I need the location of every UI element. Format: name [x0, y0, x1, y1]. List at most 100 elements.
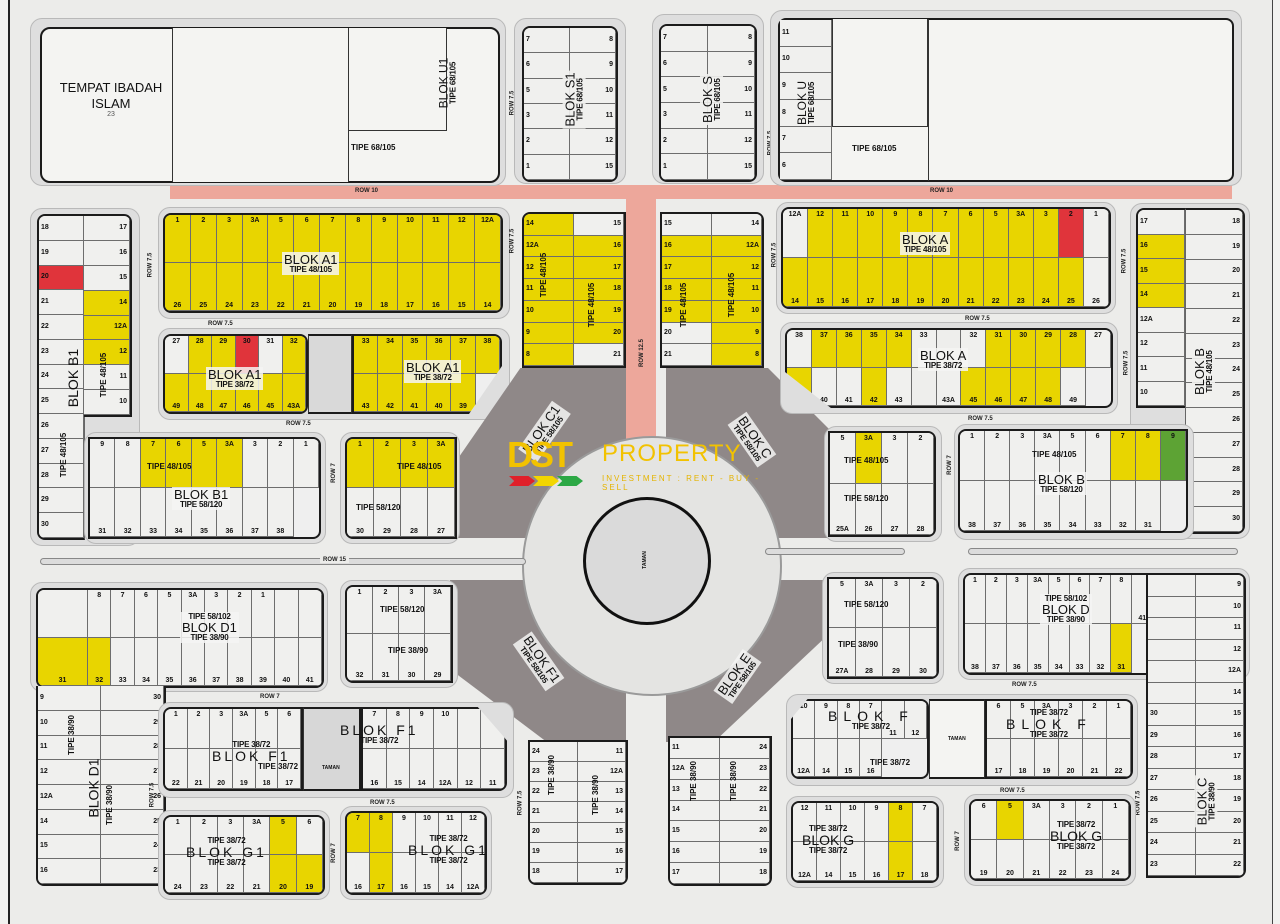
lot[interactable]: 10 — [433, 709, 458, 749]
lot[interactable]: 18 — [1011, 739, 1035, 777]
lot[interactable]: 11 — [84, 365, 130, 391]
lot[interactable]: 11 — [670, 738, 720, 759]
lot[interactable]: 19 — [530, 842, 578, 863]
lot[interactable]: 27 — [428, 488, 455, 537]
lot[interactable]: 12A — [462, 853, 485, 893]
lot[interactable]: 11 — [439, 813, 462, 853]
lot[interactable]: 32 — [88, 638, 112, 686]
lot[interactable]: 21 — [574, 344, 624, 366]
lot[interactable]: 23 — [530, 762, 578, 783]
lot[interactable]: 8 — [889, 803, 913, 842]
lot[interactable]: 8 — [570, 28, 616, 54]
lot[interactable]: 2 — [374, 439, 401, 488]
lot[interactable]: 10 — [712, 300, 762, 323]
lot[interactable]: 9 — [38, 686, 101, 711]
lot[interactable]: 11 — [817, 803, 841, 842]
lot[interactable]: 31 — [986, 330, 1012, 368]
lot[interactable]: 19 — [1186, 234, 1243, 260]
lot[interactable]: 16 — [860, 739, 883, 777]
lot[interactable]: 3 — [1006, 575, 1028, 624]
lot[interactable]: 21 — [244, 855, 271, 893]
lot[interactable]: 10 — [1196, 596, 1244, 618]
lot[interactable]: 26 — [101, 785, 164, 810]
lot[interactable]: 2 — [190, 215, 217, 263]
lot[interactable]: 26 — [856, 484, 882, 535]
lot[interactable]: 2 — [1058, 209, 1084, 258]
lot[interactable]: 9 — [815, 701, 838, 739]
lot[interactable]: 17 — [84, 216, 130, 241]
lot[interactable]: 7 — [913, 803, 937, 842]
lot[interactable]: 25 — [101, 809, 164, 835]
lot[interactable]: 45 — [259, 374, 283, 412]
lot[interactable]: 5 — [158, 590, 182, 638]
lot[interactable]: 15 — [416, 853, 439, 893]
lot[interactable]: 22 — [1196, 854, 1244, 876]
lot[interactable]: 38 — [228, 638, 252, 686]
lot[interactable]: 40 — [275, 638, 299, 686]
lot[interactable]: 39 — [251, 638, 276, 686]
lot[interactable]: 31 — [373, 634, 399, 681]
lot[interactable]: 14 — [1138, 283, 1185, 308]
lot[interactable]: 12A — [38, 785, 101, 810]
lot[interactable]: 7 — [860, 701, 883, 739]
lot[interactable]: 31 — [259, 336, 283, 374]
lot[interactable]: 20 — [210, 749, 233, 789]
lot[interactable]: 9 — [1196, 575, 1244, 597]
lot[interactable]: 22 — [1050, 840, 1077, 879]
lot[interactable]: 24 — [530, 742, 578, 763]
lot[interactable]: 21 — [187, 749, 211, 789]
lot[interactable]: 1 — [165, 709, 188, 749]
lot[interactable]: 5 — [829, 579, 856, 628]
lot[interactable]: 3A — [425, 587, 451, 634]
lot[interactable] — [298, 590, 322, 638]
lot[interactable]: 21 — [720, 800, 770, 822]
lot[interactable]: 7 — [140, 439, 167, 488]
lot[interactable]: 10 — [1138, 381, 1185, 406]
lot[interactable]: 18 — [371, 263, 398, 311]
lot[interactable]: 6 — [958, 209, 984, 258]
lot[interactable]: 18 — [255, 749, 279, 789]
lot[interactable]: 14 — [1196, 682, 1244, 704]
lot[interactable]: 2 — [268, 439, 294, 488]
lot[interactable]: 20 — [997, 840, 1024, 879]
lot[interactable]: 15 — [570, 154, 616, 180]
lot[interactable]: 38 — [787, 330, 812, 368]
lot[interactable]: 28 — [1186, 457, 1243, 483]
lot[interactable]: 37 — [985, 624, 1007, 673]
lot[interactable]: 33 — [1085, 481, 1111, 531]
lot[interactable]: 1 — [1107, 701, 1131, 739]
lot[interactable]: 11 — [524, 279, 574, 301]
lot[interactable]: 31 — [1135, 481, 1161, 531]
lot[interactable]: 9 — [371, 215, 398, 263]
lot[interactable]: 20 — [662, 322, 712, 345]
lot[interactable]: 10 — [38, 710, 101, 736]
lot[interactable]: 7 — [1110, 431, 1136, 481]
lot[interactable]: 17 — [889, 842, 913, 881]
lot[interactable]: 28 — [39, 463, 84, 489]
lot[interactable]: 19 — [232, 749, 256, 789]
lot[interactable]: 18 — [883, 258, 909, 307]
lot[interactable]: 3 — [882, 433, 908, 484]
lot[interactable]: 27 — [165, 336, 189, 374]
lot[interactable]: 6 — [296, 817, 323, 855]
lot[interactable]: 28 — [401, 488, 428, 537]
lot[interactable]: 3 — [242, 439, 269, 488]
lot[interactable]: 17 — [670, 863, 720, 884]
lot[interactable]: 17 — [662, 257, 712, 280]
lot[interactable]: 20 — [270, 855, 297, 893]
lot[interactable]: 15 — [38, 834, 101, 860]
lot[interactable]: 7 — [524, 28, 570, 54]
lot[interactable]: 47 — [1011, 368, 1037, 406]
lot[interactable]: 19 — [662, 300, 712, 323]
lot[interactable]: 24 — [1148, 833, 1196, 855]
lot[interactable]: 15 — [574, 214, 624, 236]
lot[interactable]: 12A — [1138, 308, 1185, 333]
lot[interactable]: 5 — [524, 78, 570, 104]
lot[interactable]: 5 — [191, 439, 218, 488]
